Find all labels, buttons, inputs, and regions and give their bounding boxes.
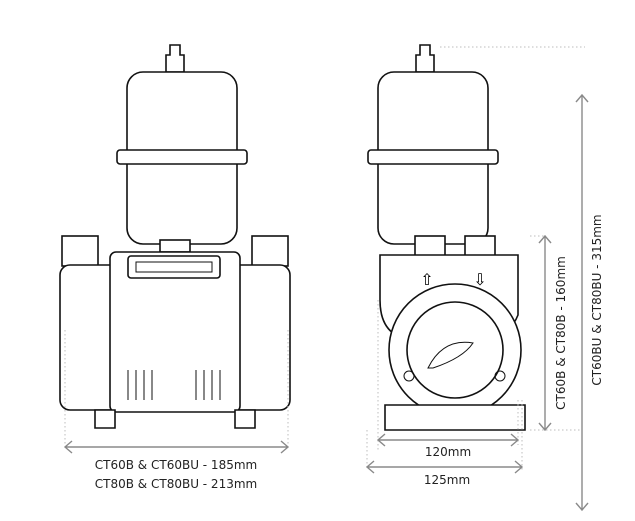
- width-label-ct80: CT80B & CT80BU - 213mm: [95, 477, 257, 491]
- outlet-arrow-icon: ⇩: [473, 270, 486, 289]
- depth-inner-label: 120mm: [425, 445, 471, 459]
- salamander-logo-icon: [427, 341, 474, 369]
- side-tank-band: [367, 149, 499, 165]
- front-view-pump: [59, 44, 291, 429]
- width-label-ct60: CT60B & CT60BU - 185mm: [95, 458, 257, 472]
- dimension-height-pump: CT60B & CT80B - 160mm: [538, 234, 568, 432]
- height-total-label: CT60BU & CT80BU - 315mm: [590, 214, 604, 385]
- side-base: [384, 404, 526, 431]
- side-tank-nipple: [415, 44, 435, 73]
- front-body: [109, 251, 241, 413]
- inlet-arrow-icon: ⇧: [420, 270, 433, 289]
- front-tank-neck: [159, 239, 191, 253]
- front-vents: [127, 370, 221, 400]
- front-terminal-block: [127, 255, 221, 279]
- height-pump-label: CT60B & CT80B - 160mm: [554, 256, 568, 410]
- front-right-inlet: [251, 235, 289, 267]
- side-view-pump: ⇧ ⇩: [367, 44, 526, 431]
- side-motor-cover: [406, 301, 504, 399]
- front-tank-band: [116, 149, 248, 165]
- front-feet: [94, 409, 256, 429]
- dimension-width-front: CT60B & CT60BU - 185mm CT80B & CT80BU - …: [63, 440, 290, 491]
- dimension-depth: 120mm 125mm: [365, 433, 524, 487]
- front-tank-nipple: [165, 44, 185, 73]
- front-left-inlet: [61, 235, 99, 267]
- screw-icon: [494, 370, 506, 382]
- screw-icon: [403, 370, 415, 382]
- side-inlet: [414, 235, 446, 257]
- side-outlet: [464, 235, 496, 257]
- dimension-height-total: CT60BU & CT80BU - 315mm: [575, 93, 604, 512]
- depth-outer-label: 125mm: [424, 473, 470, 487]
- front-terminal-strip: [135, 261, 213, 273]
